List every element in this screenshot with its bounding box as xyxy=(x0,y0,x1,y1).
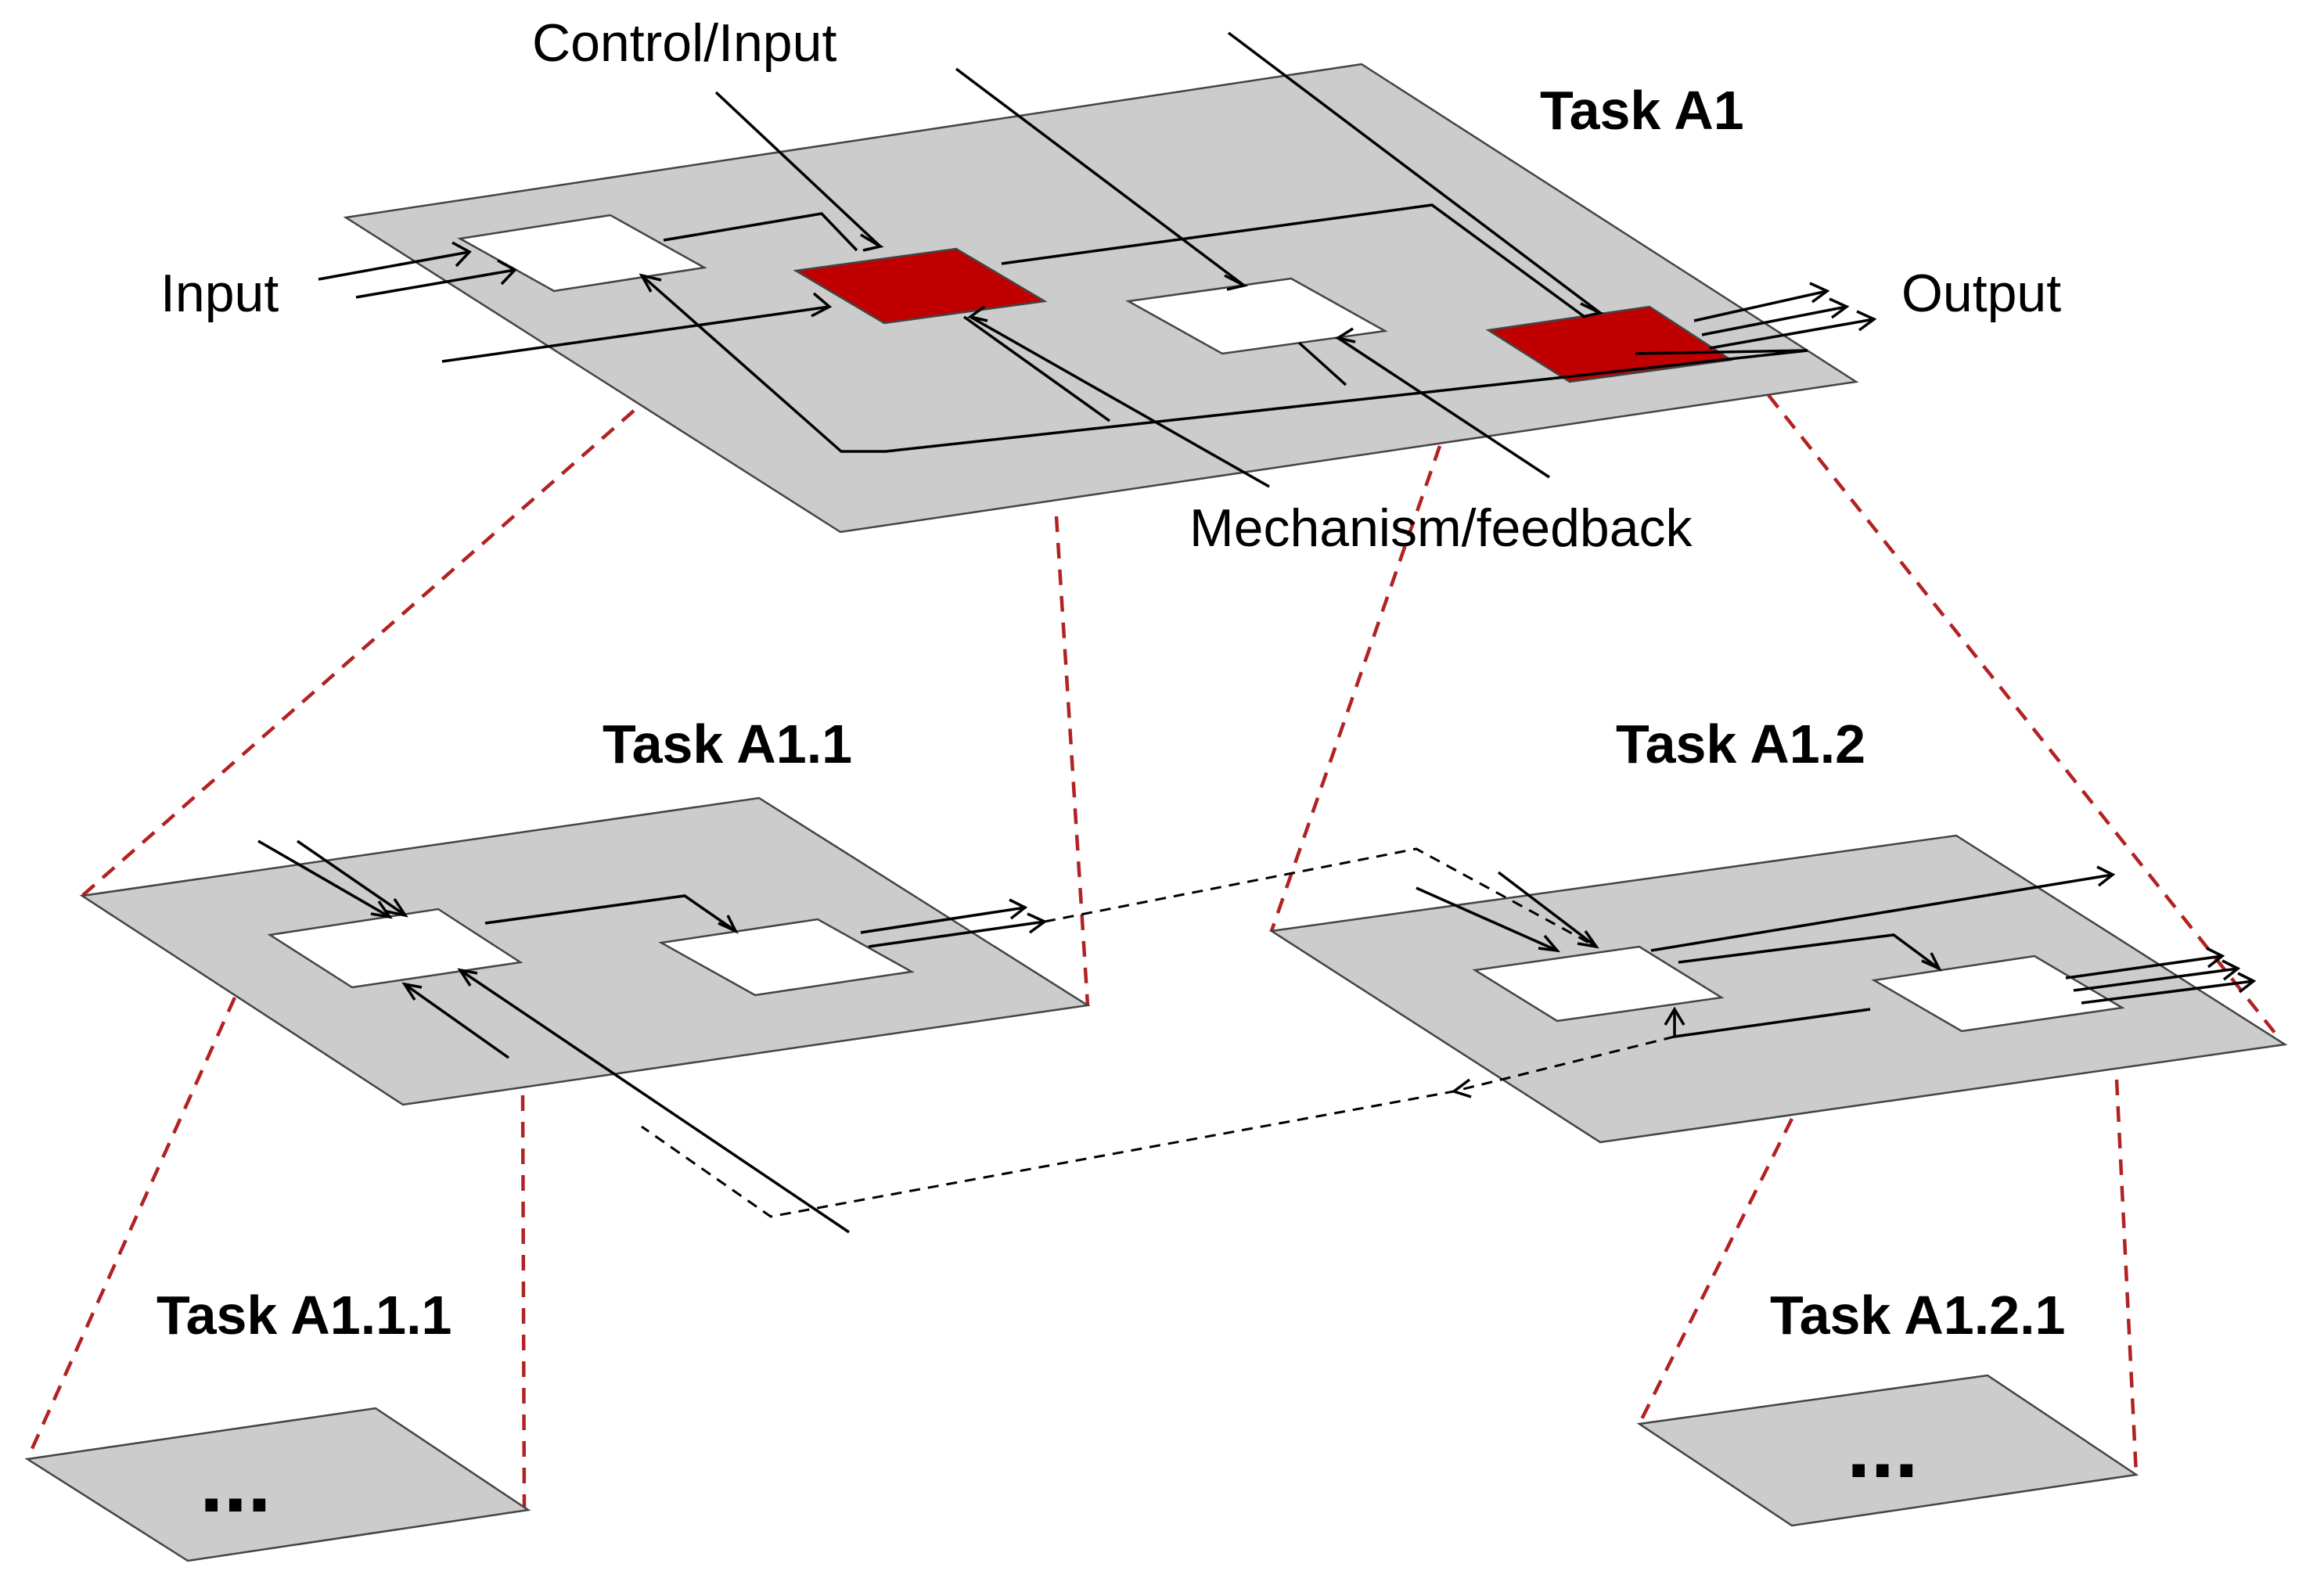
arrowhead xyxy=(497,259,517,286)
flow-box1-to-box2 xyxy=(663,212,858,252)
arrowhead xyxy=(370,900,393,919)
arrowhead xyxy=(1856,310,1877,332)
zoom-line-a11-to-a111-right xyxy=(520,1095,527,1511)
arrowhead xyxy=(639,273,662,293)
plane-task-a1: Task A1 xyxy=(318,31,1877,534)
plane-task-a1-2-1: ... Task A1.2.1 xyxy=(1636,1285,2139,1527)
arrowhead xyxy=(1538,934,1561,953)
a1-1-output-arrow-2 xyxy=(868,920,1045,948)
a1-2-output-arrow-2 xyxy=(2073,967,2239,992)
task-a1-1-title: Task A1.1 xyxy=(603,714,852,775)
task-a1-1-box-2 xyxy=(658,918,915,997)
arrowhead xyxy=(966,305,988,322)
task-a1-2-title: Task A1.2 xyxy=(1616,714,1865,775)
task-a1-1-1-title: Task A1.1.1 xyxy=(156,1285,451,1346)
control-arrow-3 xyxy=(1227,31,1602,315)
task-a1-2-1-ellipsis: ... xyxy=(1847,1400,1919,1496)
plane-task-a1-1: Task A1.1 xyxy=(79,714,1091,1234)
arrowhead xyxy=(1809,282,1830,304)
task-a1-plane xyxy=(343,63,1859,534)
task-a1-2-1-plane xyxy=(1636,1374,2139,1527)
arrowhead xyxy=(860,233,884,252)
arrowhead xyxy=(451,241,472,268)
flow-box2-to-box4-top xyxy=(1001,203,1586,318)
zoom-line-a12-to-a121-right xyxy=(2114,1079,2139,1476)
a1-2-output-arrow-3 xyxy=(2081,980,2254,1005)
arrowhead xyxy=(457,968,478,987)
arrowhead xyxy=(1334,327,1356,343)
output-arrow-3 xyxy=(1709,318,1875,350)
feedback-loop-box4-to-box1 xyxy=(640,274,1808,453)
arrowhead xyxy=(1224,274,1249,291)
a1-2-flow-top xyxy=(1650,873,2114,952)
a1-1-mechanism-arrow-1 xyxy=(403,983,510,1059)
zoom-line-a1-to-a11-left xyxy=(81,409,635,897)
mechanism-arrow-2 xyxy=(1337,336,1550,479)
arrowhead xyxy=(811,292,833,318)
link-a1-1-output-to-a1-2-input xyxy=(1044,847,1597,948)
task-a1-box-1 xyxy=(457,214,707,293)
mechanism-feedback-label: Mechanism/feedback xyxy=(1189,498,1693,558)
inter-task-links xyxy=(641,847,1675,1218)
arrowhead xyxy=(1580,302,1605,318)
a1-1-input-arrow-2 xyxy=(297,839,406,917)
input-label: Input xyxy=(160,264,279,323)
task-a1-2-1-title: Task A1.2.1 xyxy=(1770,1285,2065,1346)
task-a1-box-2-highlighted xyxy=(793,247,1048,325)
task-a1-1-1-ellipsis: ... xyxy=(200,1434,272,1530)
arrowhead xyxy=(1451,1078,1472,1098)
task-a1-1-box-1 xyxy=(267,908,523,989)
task-a1-title: Task A1 xyxy=(1540,80,1744,141)
zoom-lines xyxy=(25,394,2283,1511)
task-a1-flows xyxy=(441,203,1808,453)
output-arrow-2 xyxy=(1701,305,1847,336)
arrowhead xyxy=(1009,898,1028,920)
a1-2-output-arrow-1 xyxy=(2065,954,2223,980)
task-a1-2-box-2 xyxy=(1871,954,2125,1033)
a1-1-output-arrow-1 xyxy=(860,906,1026,934)
link-a1-2-feedback-to-a1-1 xyxy=(641,1035,1675,1218)
a1-1-flow-box1-to-box2 xyxy=(484,894,736,933)
flow-input-to-box2 xyxy=(441,305,830,363)
output-label: Output xyxy=(1901,264,2061,323)
arrowhead xyxy=(1829,297,1850,319)
arrowhead xyxy=(2237,972,2257,994)
zoom-line-a12-to-a121-left xyxy=(1637,1117,1794,1425)
a1-2-flow-box1-to-box2 xyxy=(1678,933,1941,970)
task-a1-2-plane xyxy=(1268,834,2288,1144)
arrowhead xyxy=(1664,1006,1685,1026)
control-arrow-1 xyxy=(714,91,882,248)
arrowhead xyxy=(2221,959,2241,981)
plane-task-a1-2: Task A1.2 xyxy=(1268,714,2288,1144)
arrowhead xyxy=(718,915,739,934)
control-arrow-2 xyxy=(955,67,1246,287)
arrowhead xyxy=(2206,947,2225,969)
arrowhead xyxy=(386,898,408,918)
zoom-line-a11-to-a111-left xyxy=(25,997,237,1460)
a1-1-mechanism-arrow-2 xyxy=(459,969,850,1234)
task-a1-1-1-plane xyxy=(24,1407,531,1562)
task-a1-arrowheads xyxy=(451,233,1877,343)
task-a1-2-box-1 xyxy=(1472,945,1725,1023)
task-a1-1-plane xyxy=(79,796,1091,1106)
arrowhead xyxy=(2096,865,2116,887)
feedback-to-box3 xyxy=(1297,341,1347,386)
zoom-line-a1-to-a12-left xyxy=(1269,445,1442,932)
task-a1-2-arrowheads xyxy=(1538,865,2257,1026)
control-input-label: Control/Input xyxy=(532,13,836,73)
zoom-line-a1-to-a11-right xyxy=(1054,516,1090,1006)
zoom-line-a1-to-a12-right xyxy=(1767,394,2283,1042)
feedback-to-box2 xyxy=(962,315,1111,422)
arrowhead xyxy=(401,982,423,1001)
mechanism-arrow-1 xyxy=(970,315,1270,488)
arrowhead xyxy=(1921,952,1942,972)
plane-task-a1-1-1: ... Task A1.1.1 xyxy=(24,1285,531,1562)
a1-2-input-arrow-2 xyxy=(1497,871,1598,948)
input-arrow-2 xyxy=(355,268,516,299)
a1-1-input-arrow-1 xyxy=(257,839,390,918)
input-arrow-1 xyxy=(318,250,470,281)
output-arrow-1 xyxy=(1693,289,1828,322)
a1-2-input-arrow-1 xyxy=(1416,886,1558,952)
